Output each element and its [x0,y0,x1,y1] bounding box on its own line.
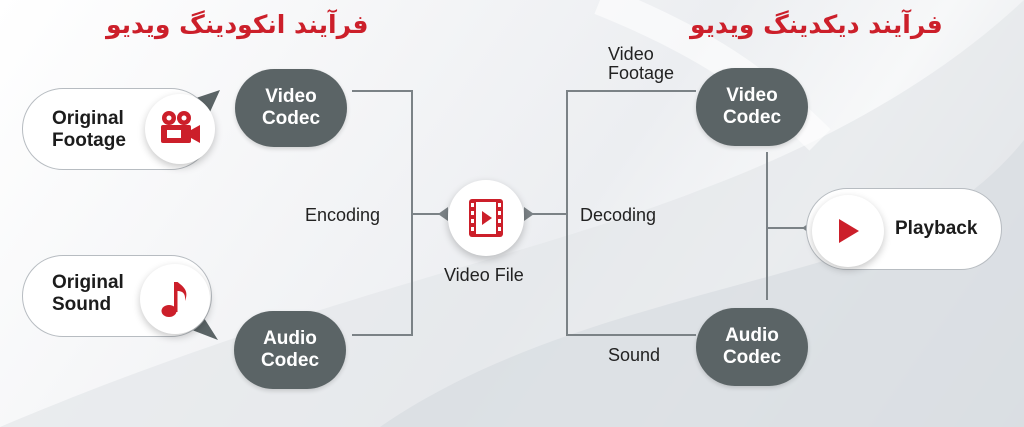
original-footage-text: Original Footage [52,108,126,151]
notch-enc-file [438,207,448,221]
original-sound-text: Original Sound [52,272,124,315]
original-sound-label: Original Sound [52,272,124,316]
decoding-title: فرآیند دیکدینگ ویدیو [690,10,943,39]
notch-file-dec [524,207,534,221]
video-file-label: Video File [444,265,524,285]
video-footage-line1: Video [608,44,654,64]
encoding-audio-codec: Audio Codec [234,311,346,389]
enc-video-codec-line1: Video [265,86,317,107]
encoding-label: Encoding [305,205,381,225]
enc-audio-codec-line2: Codec [260,350,320,371]
sound-label: Sound [608,345,661,365]
encoding-title: فرآیند انکودینگ ویدیو [106,10,369,39]
dec-video-codec-line2: Codec [722,107,782,128]
music-circle [140,264,210,334]
decoding-video-codec: Video Codec [696,68,808,146]
decoding-audio-codec: Audio Codec [696,308,808,386]
enc-video-codec-line2: Codec [261,108,321,129]
video-file-circle [448,180,524,256]
play-icon [839,219,859,243]
video-footage-line2: Footage [608,63,675,83]
dec-video-codec-line1: Video [726,85,778,106]
film-strip-icon [469,199,503,237]
decoding-label: Decoding [580,205,657,225]
playback-label: Playback [895,218,978,239]
tail-camera [196,90,220,112]
music-note-icon [161,282,187,317]
dec-bracket [566,90,696,336]
video-camera-icon [161,111,200,143]
camera-circle [145,94,215,164]
play-circle[interactable] [812,195,884,267]
original-footage-label: Original Footage [52,108,126,152]
video-footage-label: Video Footage [608,45,674,83]
encoding-video-codec: Video Codec [235,69,347,147]
enc-audio-codec-line1: Audio [263,328,317,349]
dec-audio-codec-line2: Codec [722,347,782,368]
dec-audio-codec-line1: Audio [725,325,779,346]
